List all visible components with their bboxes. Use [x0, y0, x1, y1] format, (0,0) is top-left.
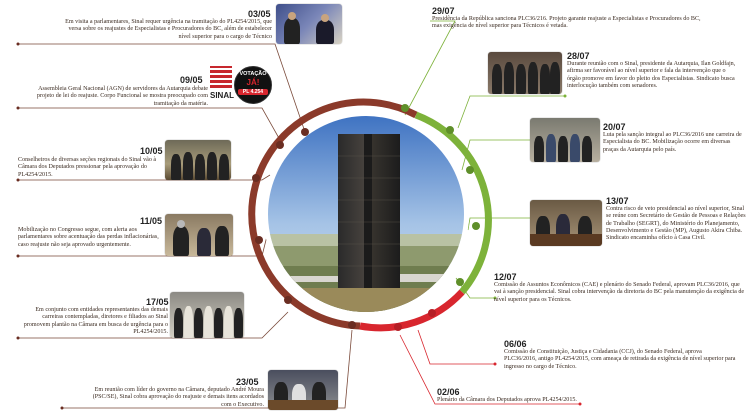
entry-date: 29/07 — [432, 6, 455, 16]
entry-text: Presidência da República sanciona PLC36/… — [432, 16, 701, 30]
entry-text: Assembleia Geral Nacional (AGN) de servi… — [36, 86, 208, 107]
entry-date: 12/07 — [494, 272, 517, 282]
entry-date: 28/07 — [567, 51, 590, 61]
entry-text: Comissão de Constituição, Justiça e Cida… — [504, 349, 736, 370]
entry-text: Mobilização no Congresso segue, com aler… — [18, 227, 159, 248]
entry-text: Conselheiros de diversas seções regionai… — [18, 157, 157, 178]
entry-text: Em reunião com líder do governo na Câmar… — [92, 387, 264, 408]
event-photo — [165, 214, 233, 256]
event-photo — [268, 370, 338, 410]
entry-text: Comissão de Assuntos Econômicos (CAE) e … — [494, 282, 745, 303]
entry-text: Durante reunião com o Sinal, presidente … — [567, 61, 736, 89]
votacao-ja-badge: VOTAÇÃO JÁ! PL 4.254 — [234, 66, 272, 104]
sinal-logo: SINAL — [210, 66, 234, 104]
entry-date: 09/05 — [180, 75, 203, 85]
entry-date: 20/07 — [603, 122, 626, 132]
event-photo — [530, 118, 600, 162]
entry-date: 17/05 — [146, 297, 169, 307]
event-photo — [488, 52, 562, 94]
entry-date: 11/05 — [140, 216, 163, 226]
event-photo — [276, 4, 342, 44]
event-photo — [170, 292, 244, 338]
entry-date: 10/05 — [140, 146, 163, 156]
central-bank-building-image — [268, 116, 464, 312]
event-photo — [530, 200, 602, 246]
entry-date: 03/05 — [248, 9, 271, 19]
entry-date: 02/06 — [437, 387, 460, 397]
entry-date: 23/05 — [236, 377, 259, 387]
entry-date: 13/07 — [606, 196, 629, 206]
entry-date: 06/06 — [504, 339, 527, 349]
entry-text: Contra risco de veto presidencial ao nív… — [606, 206, 746, 242]
event-photo — [165, 140, 231, 180]
entry-text: Em visita a parlamentares, Sinal requer … — [65, 19, 272, 40]
entry-text: Luta pela sanção integral ao PLC36/2016 … — [603, 132, 742, 153]
entry-text: Plenário da Câmara dos Deputados aprova … — [437, 397, 577, 403]
entry-text: Em conjunto com entidades representantes… — [23, 307, 168, 335]
